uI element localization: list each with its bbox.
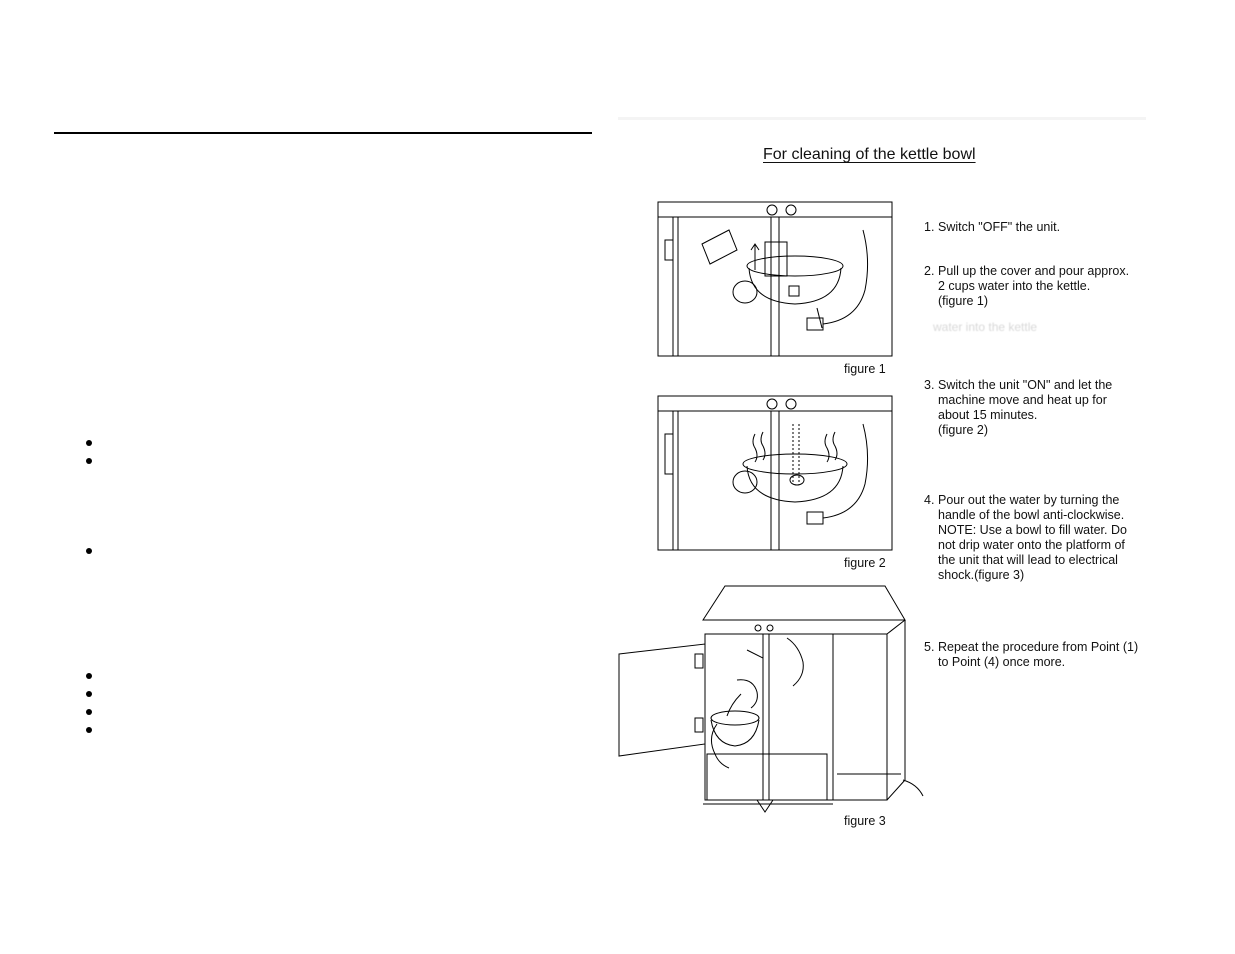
list-bullet xyxy=(86,440,92,446)
faded-scan-text: water into the kettle xyxy=(933,320,1038,334)
step-text-line: (figure 2) xyxy=(938,423,989,437)
step-text-line: Switch the unit "ON" and let the xyxy=(938,378,1113,392)
step-text-line: (figure 1) xyxy=(938,294,989,308)
figure-1-caption: figure 1 xyxy=(844,362,886,376)
step-text-line: Pour out the water by turning the xyxy=(938,493,1120,507)
list-bullet xyxy=(86,709,92,715)
step-text-line: about 15 minutes. xyxy=(938,408,1038,422)
figure-2-caption: figure 2 xyxy=(844,556,886,570)
step-4: 4. Pour out the water by turning the han… xyxy=(924,493,1127,583)
scan-artifact-line xyxy=(618,117,1146,120)
step-number: 3. xyxy=(924,378,935,392)
figure-3-illustration xyxy=(617,584,927,814)
step-text-line: NOTE: Use a bowl to fill water. Do xyxy=(938,523,1127,537)
step-text-line: Pull up the cover and pour approx. xyxy=(938,264,1130,278)
step-number: 5. xyxy=(924,640,935,654)
step-text-line: to Point (4) once more. xyxy=(938,655,1066,669)
list-bullet xyxy=(86,458,92,464)
section-title: For cleaning of the kettle bowl xyxy=(763,146,976,163)
step-1: 1. Switch "OFF" the unit. xyxy=(924,220,1060,235)
step-text-line: 2 cups water into the kettle. xyxy=(938,279,1091,293)
step-text-line: machine move and heat up for xyxy=(938,393,1107,407)
figure-2-illustration xyxy=(657,394,895,552)
step-number: 2. xyxy=(924,264,935,278)
step-number: 4. xyxy=(924,493,935,507)
step-text-line: not drip water onto the platform of xyxy=(938,538,1125,552)
list-bullet xyxy=(86,691,92,697)
step-5: 5. Repeat the procedure from Point (1) t… xyxy=(924,640,1138,670)
step-3: 3. Switch the unit "ON" and let the mach… xyxy=(924,378,1112,438)
list-bullet xyxy=(86,727,92,733)
step-text-line: Switch "OFF" the unit. xyxy=(938,220,1061,234)
list-bullet xyxy=(86,548,92,554)
step-text-line: the unit that will lead to electrical xyxy=(938,553,1118,567)
step-2: 2. Pull up the cover and pour approx. 2 … xyxy=(924,264,1129,309)
step-text-line: shock.(figure 3) xyxy=(938,568,1025,582)
step-text-line: Repeat the procedure from Point (1) xyxy=(938,640,1139,654)
step-number: 1. xyxy=(924,220,935,234)
list-bullet xyxy=(86,673,92,679)
left-page-rule xyxy=(54,132,592,134)
step-text-line: handle of the bowl anti-clockwise. xyxy=(938,508,1125,522)
figure-3-caption: figure 3 xyxy=(844,814,886,828)
figure-1-illustration xyxy=(657,200,895,358)
